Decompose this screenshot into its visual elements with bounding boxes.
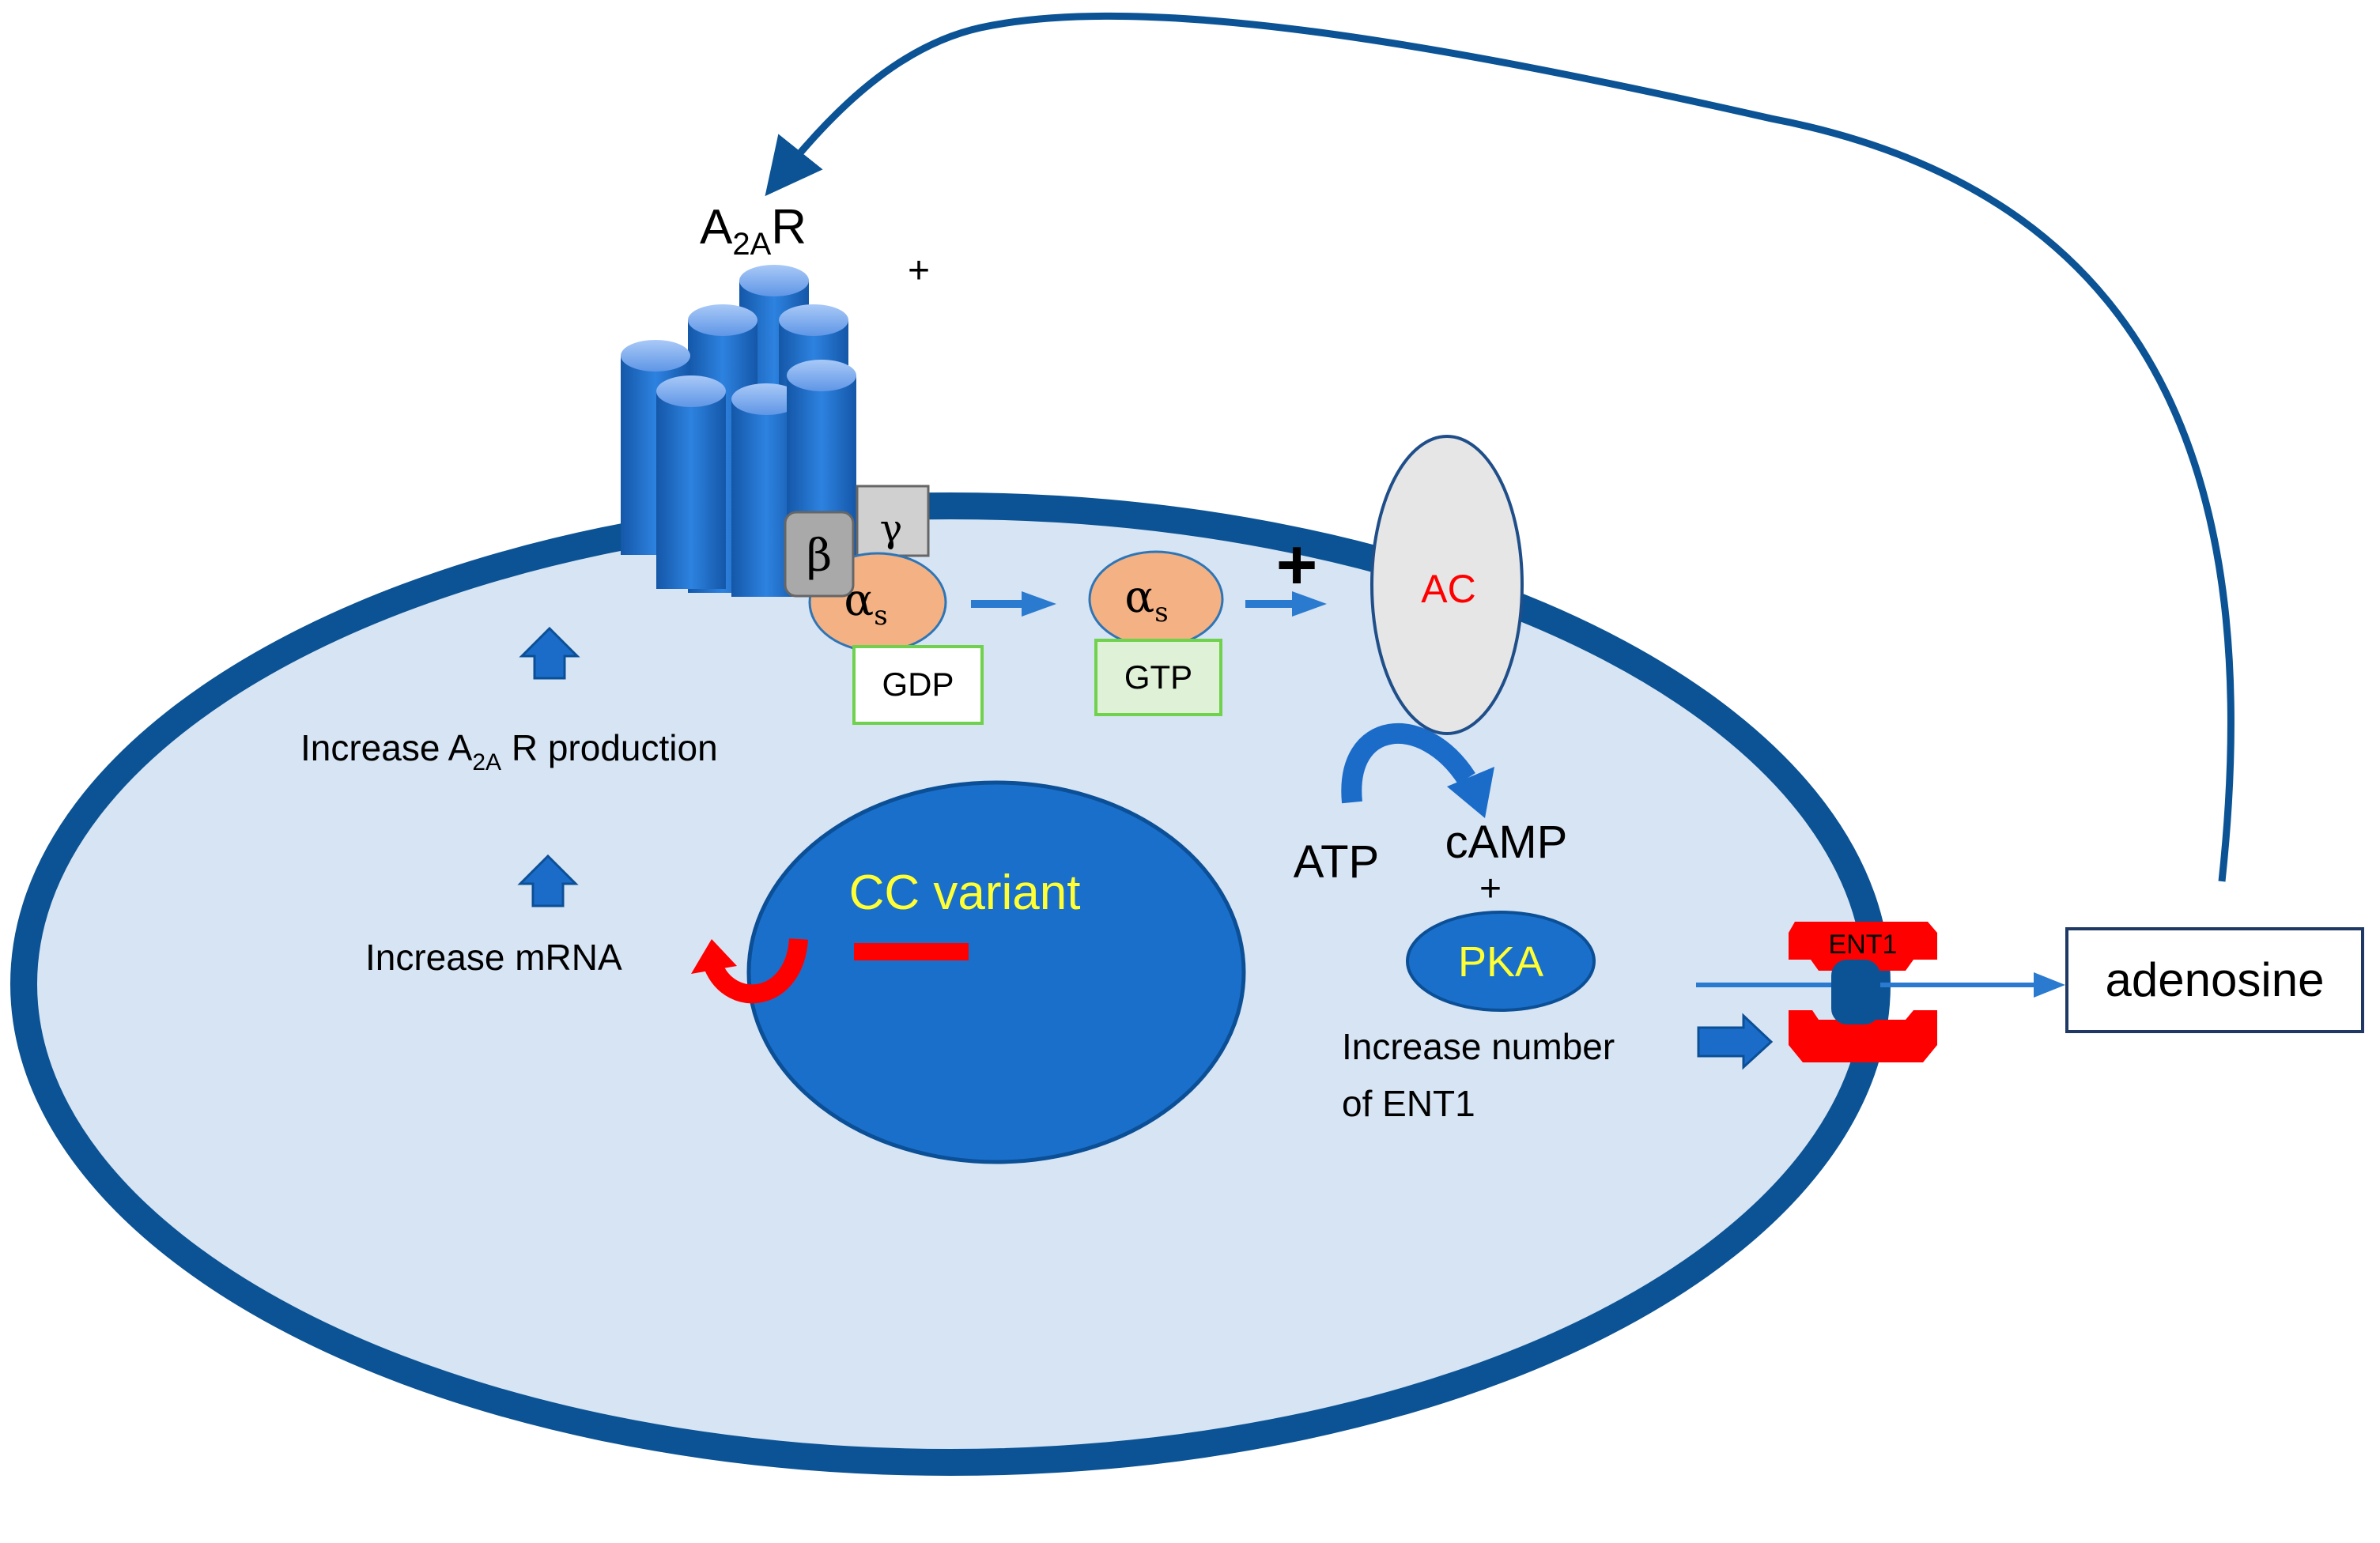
increase-ent1-line2: of ENT1 — [1342, 1083, 1475, 1124]
gamma-subunit — [856, 485, 930, 557]
red-curved-arrow — [691, 937, 808, 1004]
ent1-transporter: ENT1 — [1789, 922, 1937, 1062]
ent1-label: ENT1 — [1829, 930, 1898, 960]
gdp-label: GDP — [882, 666, 954, 703]
nucleus — [746, 780, 1246, 1164]
pka — [1406, 911, 1596, 1012]
up-arrow-production — [519, 626, 580, 680]
up-arrow-mrna — [517, 854, 579, 907]
adenosine-box — [2065, 927, 2364, 1033]
gdp-box — [852, 645, 984, 725]
ac-stimulation-arrow — [1245, 591, 1327, 617]
gtp-label: GTP — [1124, 658, 1192, 696]
gtp-box — [1094, 639, 1222, 716]
receptor-label: A2AR — [700, 200, 807, 262]
plus-sign-ac: + — [1276, 526, 1318, 605]
receptor-helix — [656, 375, 726, 589]
feedback-arrow — [765, 12, 2235, 882]
cc-variant-label: CC variant — [849, 866, 1081, 920]
camp-label: cAMP — [1445, 817, 1568, 868]
increase-production-label: Increase A2A R production — [300, 727, 718, 775]
increase-ent1-line1: Increase number — [1342, 1026, 1615, 1067]
a2a-receptor — [621, 265, 856, 597]
ac-label: AC — [1421, 567, 1475, 611]
activation-arrow — [971, 591, 1056, 617]
ent1-increase-arrow — [1697, 1013, 1774, 1070]
adenosine-label: adenosine — [2106, 953, 2325, 1006]
g-alpha-gtp: αs GTP — [1088, 550, 1224, 716]
alpha-label-gtp: αs — [1124, 572, 1168, 628]
beta-label: β — [807, 530, 832, 582]
atp-to-camp-arrow — [1341, 722, 1494, 818]
plus-sign-receptor: + — [908, 250, 930, 292]
gamma-label: γ — [880, 507, 903, 551]
inhibition-bar — [854, 943, 969, 960]
adenylyl-cyclase — [1370, 435, 1524, 735]
g-protein-gdp: γ αs β GDP — [784, 485, 984, 725]
pka-label: PKA — [1458, 938, 1543, 986]
increase-mrna-label: Increase mRNA — [365, 937, 622, 978]
plus-sign-pka: + — [1479, 868, 1502, 910]
beta-subunit — [784, 511, 855, 598]
atp-label: ATP — [1294, 836, 1380, 888]
